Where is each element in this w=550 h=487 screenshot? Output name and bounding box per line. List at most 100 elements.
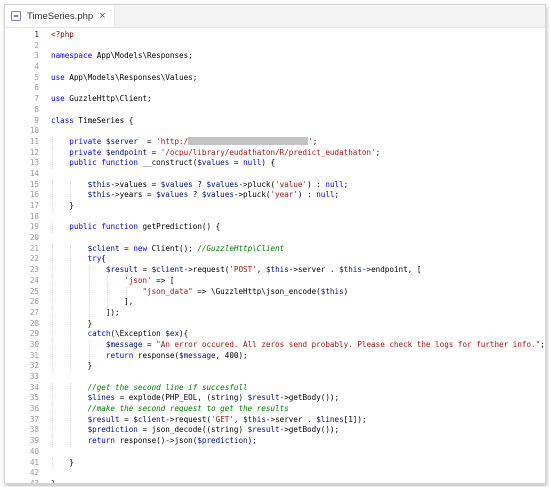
indent-guide (52, 361, 53, 372)
tab-label: TimeSeries.php (27, 10, 94, 22)
code-line: 1<?php (5, 30, 545, 41)
line-number: 14 (29, 168, 39, 178)
indent-guide (52, 201, 53, 212)
code-line: 41 } (5, 457, 545, 469)
code-line: 14 (5, 169, 545, 180)
code-text: class TimeSeries { (51, 115, 134, 125)
code-line: 10 (5, 126, 545, 137)
indent-guide (70, 425, 72, 437)
variable-token: $client (133, 414, 166, 424)
line-number: 37 (29, 414, 39, 424)
line-number: 27 (29, 307, 39, 317)
string-token: 'http:/ (156, 136, 189, 146)
indent-guide (52, 147, 53, 159)
line-number: 31 (29, 350, 39, 360)
keyword-token: return (87, 436, 116, 446)
keyword-token: private (69, 136, 102, 146)
variable-token: $result (87, 414, 120, 424)
keyword-token: public (69, 222, 97, 232)
keyword-token: function (101, 222, 138, 232)
line-number: 41 (29, 457, 39, 467)
line-number: 7 (34, 94, 39, 104)
redacted-url (188, 136, 309, 145)
line-number: 18 (29, 211, 39, 221)
variable-token: $values (160, 179, 193, 189)
tab-timeseries-php[interactable]: TimeSeries.php × (5, 5, 115, 27)
line-number: 17 (29, 201, 39, 210)
code-line: 29 catch(\Exception $ex){ (5, 329, 545, 340)
code-text: "json_data" => \GuzzleHttp\json_encode($… (142, 286, 349, 296)
indent-guide (52, 286, 53, 298)
variable-token: $prediction (87, 425, 138, 435)
indent-guide (88, 275, 90, 287)
code-line: 8 (5, 105, 545, 116)
line-number: 32 (29, 361, 39, 371)
indent-guide (52, 297, 53, 308)
code-text: } (51, 457, 74, 467)
keyword-token: null (316, 190, 335, 200)
indent-guide (70, 350, 72, 362)
indent-guide (52, 222, 53, 234)
keyword-token: new (133, 243, 148, 253)
line-number: 6 (34, 83, 39, 93)
line-number: 5 (34, 72, 39, 82)
indent-guide (52, 404, 53, 415)
code-text: private $server = 'http:/'; (69, 136, 318, 146)
indent-guide (52, 265, 53, 276)
indent-guide (52, 425, 53, 437)
line-number: 19 (29, 222, 39, 232)
code-text: $client = new Client(); //GuzzleHttp\Cli… (87, 243, 285, 253)
code-text: private $endpoint = '/ocpu/library/eudat… (69, 147, 381, 157)
indent-guide (70, 286, 72, 298)
code-line: 22 try{ (5, 254, 545, 266)
string-token: ' (308, 136, 313, 146)
indent-guide (70, 254, 72, 266)
code-line: 42 (5, 468, 545, 479)
line-number: 8 (34, 104, 39, 114)
string-token: 'year' (270, 190, 298, 200)
comment-token: //GuzzleHttp\Client (197, 243, 285, 253)
indent-guide (88, 286, 90, 298)
code-text: $message = "An error occured. All zeros … (105, 339, 545, 349)
indent-guide (52, 350, 53, 362)
line-number: 20 (29, 233, 39, 243)
code-line: 2 (5, 41, 545, 52)
code-line: 36 //make the second request to get the … (5, 404, 545, 415)
code-text: $result = $client->request('POST', $this… (105, 265, 422, 275)
variable-token: $result (105, 265, 138, 275)
line-number: 42 (29, 468, 39, 478)
line-number: 34 (29, 382, 39, 392)
indent-guide (70, 329, 72, 340)
indent-guide (52, 275, 53, 287)
code-text: return response()->json($prediction); (87, 436, 257, 446)
indent-guide (52, 254, 53, 266)
variable-token: $this (243, 414, 266, 424)
indent-guide (52, 190, 53, 201)
code-text: $lines = explode(PHP_EOL, (string) $resu… (87, 393, 340, 403)
line-number: 43 (29, 478, 39, 484)
code-line: 15 $this->values = $values ? $values->pl… (5, 179, 545, 191)
indent-guide (70, 404, 72, 415)
indent-guide (70, 414, 72, 426)
indent-guide (70, 361, 72, 372)
indent-guide (70, 382, 72, 394)
code-line: 34 //get the second line if succesfull (5, 382, 545, 394)
indent-guide (52, 136, 53, 148)
variable-token: $message (179, 350, 216, 360)
close-icon[interactable]: × (99, 9, 106, 22)
variable-token: $values (197, 158, 230, 168)
code-line: 40 (5, 447, 545, 458)
line-number: 15 (29, 179, 39, 189)
keyword-token: try (87, 254, 102, 264)
comment-token: //get the second line if succesfull (87, 382, 248, 392)
string-token: "json_data" (142, 286, 193, 296)
keyword-token: private (69, 147, 102, 157)
indent-guide (70, 275, 72, 287)
string-token: 'json' (124, 275, 152, 285)
code-line: 43} (5, 478, 545, 484)
indent-guide (52, 158, 53, 169)
code-text: <?php (51, 30, 74, 41)
code-line: 37 $result = $client->request('GET', $th… (5, 414, 545, 426)
string-token: '/ocpu/library/eudathaton/R/predict_euda… (160, 147, 376, 157)
